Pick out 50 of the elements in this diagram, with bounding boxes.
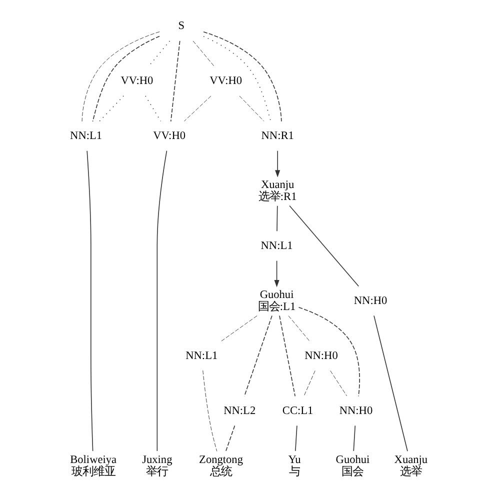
node-text: VV:H0 [153, 130, 186, 142]
connector [221, 316, 258, 342]
node-text: Boliweiya 玻利维亚 [70, 454, 117, 478]
connector [156, 150, 168, 452]
connector [82, 32, 160, 122]
node-text: NN:R1 [261, 130, 294, 142]
node-text: NN:H0 [304, 350, 338, 362]
node-text: CC:L1 [282, 404, 314, 417]
connector [276, 205, 278, 232]
node-text: NN:L1 [70, 130, 102, 142]
node-text: Xuanju 选举 [394, 454, 428, 478]
node-text: S [178, 20, 185, 32]
connector [184, 96, 212, 122]
connector [298, 306, 360, 397]
connector [374, 315, 408, 452]
node-text: Guohui 国会:L1 [258, 288, 296, 314]
node-text: VV:H0 [120, 75, 154, 88]
connector [295, 425, 298, 452]
connector [330, 370, 348, 396]
node-text: Juxing 举行 [142, 454, 172, 478]
connector [86, 150, 94, 452]
arrow [275, 150, 280, 178]
connector [239, 96, 264, 122]
connector [289, 205, 360, 287]
connector [148, 40, 170, 67]
node-text: VV:H0 [210, 75, 242, 88]
connector [353, 425, 356, 452]
node-text: Yu 与 [288, 454, 301, 478]
node-text: Xuanju 选举:R1 [258, 178, 297, 204]
node-text: NN:L1 [260, 240, 293, 252]
node-text: NN:L1 [186, 350, 218, 362]
connector [203, 36, 272, 122]
connector [244, 315, 272, 397]
connector [226, 425, 236, 452]
connector [92, 36, 160, 122]
connector [203, 32, 282, 122]
connector [99, 96, 124, 122]
connector [304, 370, 316, 396]
connector [288, 316, 310, 342]
node-text: NN:H0 [354, 294, 388, 307]
connector [202, 370, 218, 452]
node-text: Zongtong 总统 [199, 454, 243, 478]
arrow [274, 260, 280, 288]
node-text: Guohui 国会 [336, 454, 370, 478]
node-text: NN:L2 [224, 404, 256, 417]
connector [145, 96, 162, 122]
node-text: NN:H0 [339, 404, 373, 417]
connector [279, 315, 296, 397]
connector [170, 40, 180, 122]
connector [192, 40, 214, 66]
